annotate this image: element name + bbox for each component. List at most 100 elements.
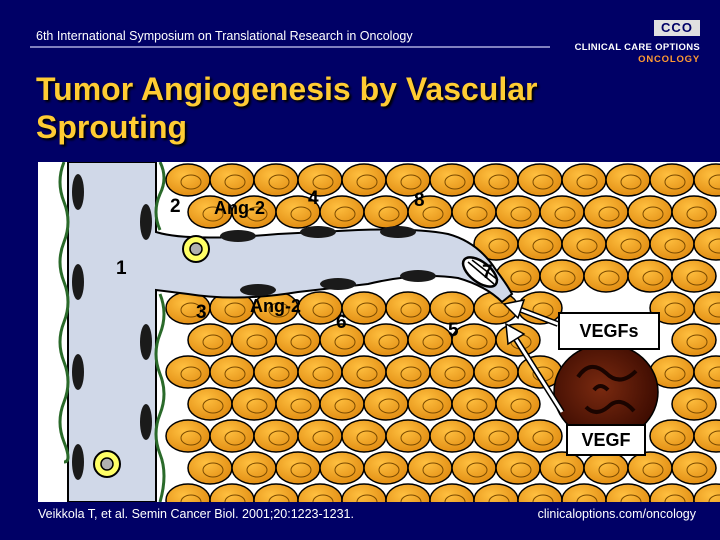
tumor-cell-nucleus [268, 302, 290, 318]
tumor-cell-nucleus [488, 238, 510, 254]
label-step-8: 8 [414, 190, 425, 211]
tumor-cell [385, 355, 431, 389]
tumor-cell-nucleus [576, 174, 598, 190]
tumor-cell-nucleus [378, 398, 400, 414]
tumor-cell-nucleus [202, 462, 224, 478]
tumor-cell-nucleus [488, 494, 510, 502]
label-ang2-bottom: Ang-2 [250, 296, 301, 316]
tumor-cell-nucleus [246, 462, 268, 478]
tumor-cell [385, 419, 431, 453]
tumor-cell-nucleus [510, 206, 532, 222]
tumor-cell-nucleus [356, 494, 378, 502]
tumor-cell [627, 195, 673, 229]
tumor-cell [583, 451, 629, 485]
tumor-cell-nucleus [290, 334, 312, 350]
tumor-cell-nucleus [664, 366, 686, 382]
tumor-cell-nucleus [708, 302, 720, 318]
label-ang2-top: Ang-2 [214, 198, 265, 218]
tumor-cell [517, 227, 563, 261]
tumor-cell [187, 451, 233, 485]
tumor-cell-nucleus [356, 430, 378, 446]
tumor-cell-nucleus [620, 174, 642, 190]
tumor-cell-nucleus [686, 206, 708, 222]
endothelial-cell-nucleus [72, 444, 84, 480]
logo-line-1: CLINICAL CARE OPTIONS [574, 42, 700, 53]
tumor-cell-nucleus [554, 462, 576, 478]
tumor-cell-nucleus [356, 174, 378, 190]
tumor-cell-nucleus [510, 462, 532, 478]
tumor-cell-nucleus [290, 462, 312, 478]
tumor-cell-nucleus [686, 462, 708, 478]
tumor-cell [187, 387, 233, 421]
tumor-cell-nucleus [488, 430, 510, 446]
tumor-cell-nucleus [246, 334, 268, 350]
tumor-cell [275, 451, 321, 485]
endothelial-cell-nucleus [400, 270, 436, 282]
tumor-cell-nucleus [664, 238, 686, 254]
endothelial-cell-nucleus [220, 230, 256, 242]
tumor-cell-nucleus [444, 174, 466, 190]
source-url: clinicaloptions.com/oncology [537, 507, 696, 521]
label-step-2: 2 [170, 196, 181, 217]
tumor-cell-nucleus [422, 206, 444, 222]
arrow-vegfs-shaft [515, 306, 559, 326]
tumor-cell-nucleus [246, 206, 268, 222]
tumor-cell [341, 419, 387, 453]
tumor-cell [209, 419, 255, 453]
conference-name: 6th International Symposium on Translati… [36, 29, 413, 43]
tumor-cell-nucleus [180, 494, 202, 502]
tumor-cell-nucleus [246, 398, 268, 414]
tumor-cell-nucleus [708, 430, 720, 446]
tumor-cell-nucleus [664, 494, 686, 502]
tumor-cell-nucleus [290, 206, 312, 222]
tumor-cell-nucleus [180, 174, 202, 190]
vegf-source-texture [576, 365, 638, 414]
tumor-cell-nucleus [400, 430, 422, 446]
tumor-cell-nucleus [268, 366, 290, 382]
logo-line-2: ONCOLOGY [638, 54, 700, 65]
tumor-cell-nucleus [488, 366, 510, 382]
tumor-cell-nucleus [466, 462, 488, 478]
tumor-cell-nucleus [510, 270, 532, 286]
endothelial-cell-nucleus [300, 226, 336, 238]
tumor-cell-nucleus [400, 494, 422, 502]
tumor-cell-nucleus [202, 334, 224, 350]
tumor-cell [429, 419, 475, 453]
tumor-cell-nucleus [224, 174, 246, 190]
tumor-cell [363, 195, 409, 229]
tumor-cell-nucleus [378, 462, 400, 478]
tumor-cell [605, 163, 651, 197]
tumor-cell-nucleus [532, 430, 554, 446]
tumor-cell [495, 195, 541, 229]
citation: Veikkola T, et al. Semin Cancer Biol. 20… [38, 507, 354, 521]
tumor-cell-nucleus [180, 366, 202, 382]
tumor-cell [363, 387, 409, 421]
tumor-cell [429, 355, 475, 389]
tumor-cell [363, 323, 409, 357]
tumor-cell-nucleus [378, 334, 400, 350]
tumor-cell [539, 259, 585, 293]
tumor-cell-nucleus [400, 366, 422, 382]
endothelial-cell-nucleus [320, 278, 356, 290]
tumor-cell-nucleus [224, 430, 246, 446]
tumor-cell [253, 163, 299, 197]
tumor-cell-nucleus [598, 270, 620, 286]
label-step-7: 7 [482, 262, 493, 283]
tumor-cell [671, 323, 717, 357]
tumor-cell [209, 355, 255, 389]
tumor-cell [605, 227, 651, 261]
blood-vessel [67, 162, 514, 502]
tumor-cell-nucleus [334, 334, 356, 350]
tumor-cell-nucleus [620, 494, 642, 502]
tumor-cell-nucleus [422, 462, 444, 478]
tumor-cell [671, 259, 717, 293]
tumor-cell [451, 387, 497, 421]
tip-cell-filopodia [467, 259, 499, 285]
tumor-cell-nucleus [686, 270, 708, 286]
tumor-cell-nucleus [356, 366, 378, 382]
tumor-cell-nucleus [708, 238, 720, 254]
tumor-cell-nucleus [642, 270, 664, 286]
tumor-cell [451, 451, 497, 485]
tumor-cell-nucleus [664, 174, 686, 190]
tumor-cell [671, 387, 717, 421]
